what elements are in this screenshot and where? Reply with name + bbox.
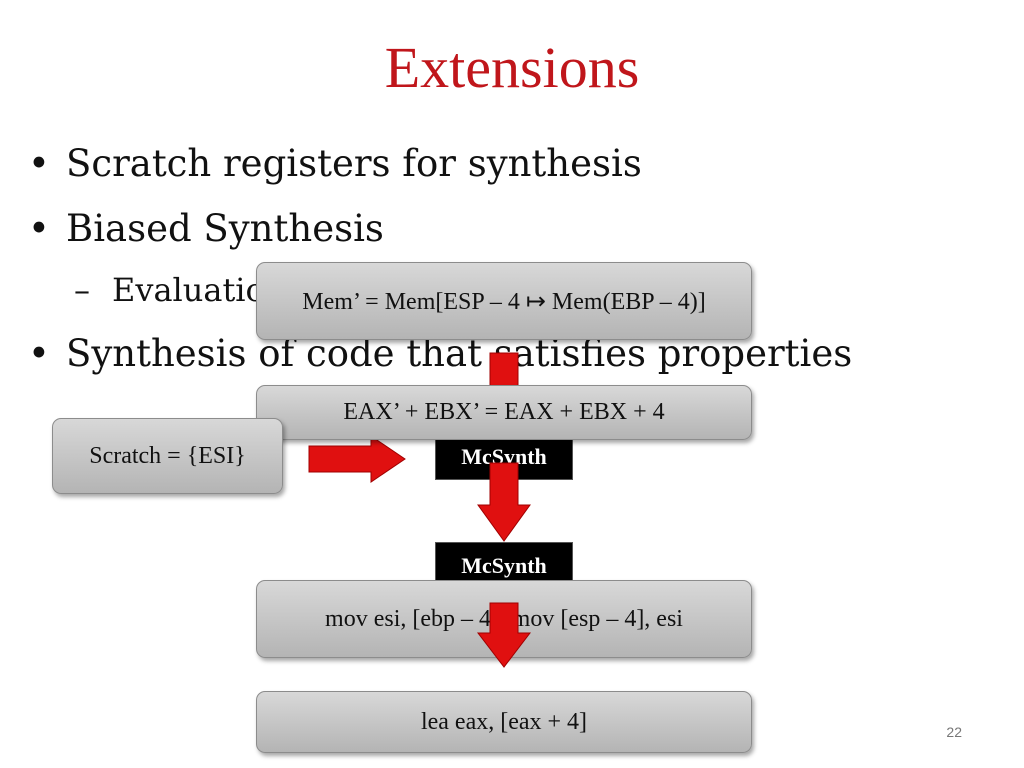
sub-bullet-marker: – — [74, 271, 90, 309]
bullet-marker: • — [28, 207, 50, 250]
right-arrow-scratch-to-mcsynth — [308, 435, 406, 483]
scratch-box: Scratch = {ESI} — [52, 418, 283, 494]
bullet-marker: • — [28, 142, 50, 185]
bullet-scratch-registers: • Scratch registers for synthesis — [28, 140, 642, 188]
bullet-text: Biased Synthesis — [66, 207, 384, 250]
slide-title: Extensions — [384, 35, 640, 100]
bullet-marker: • — [28, 332, 50, 375]
output-box-lea: lea eax, [eax + 4] — [256, 691, 752, 753]
page-number: 22 — [946, 724, 962, 740]
down-arrow-mov-to-lea — [476, 602, 532, 668]
sub-bullet-evaluation: –Evaluation — [74, 269, 285, 311]
property-box-eax-ebx: EAX’ + EBX’ = EAX + EBX + 4 — [256, 385, 752, 440]
bullet-biased-synthesis: • Biased Synthesis — [28, 205, 384, 253]
down-arrow-mcsynth-to-mcsynth — [477, 462, 531, 542]
property-box-mem: Mem’ = Mem[ESP – 4 ↦ Mem(EBP – 4)] — [256, 262, 752, 340]
bullet-text: Scratch registers for synthesis — [66, 142, 642, 185]
